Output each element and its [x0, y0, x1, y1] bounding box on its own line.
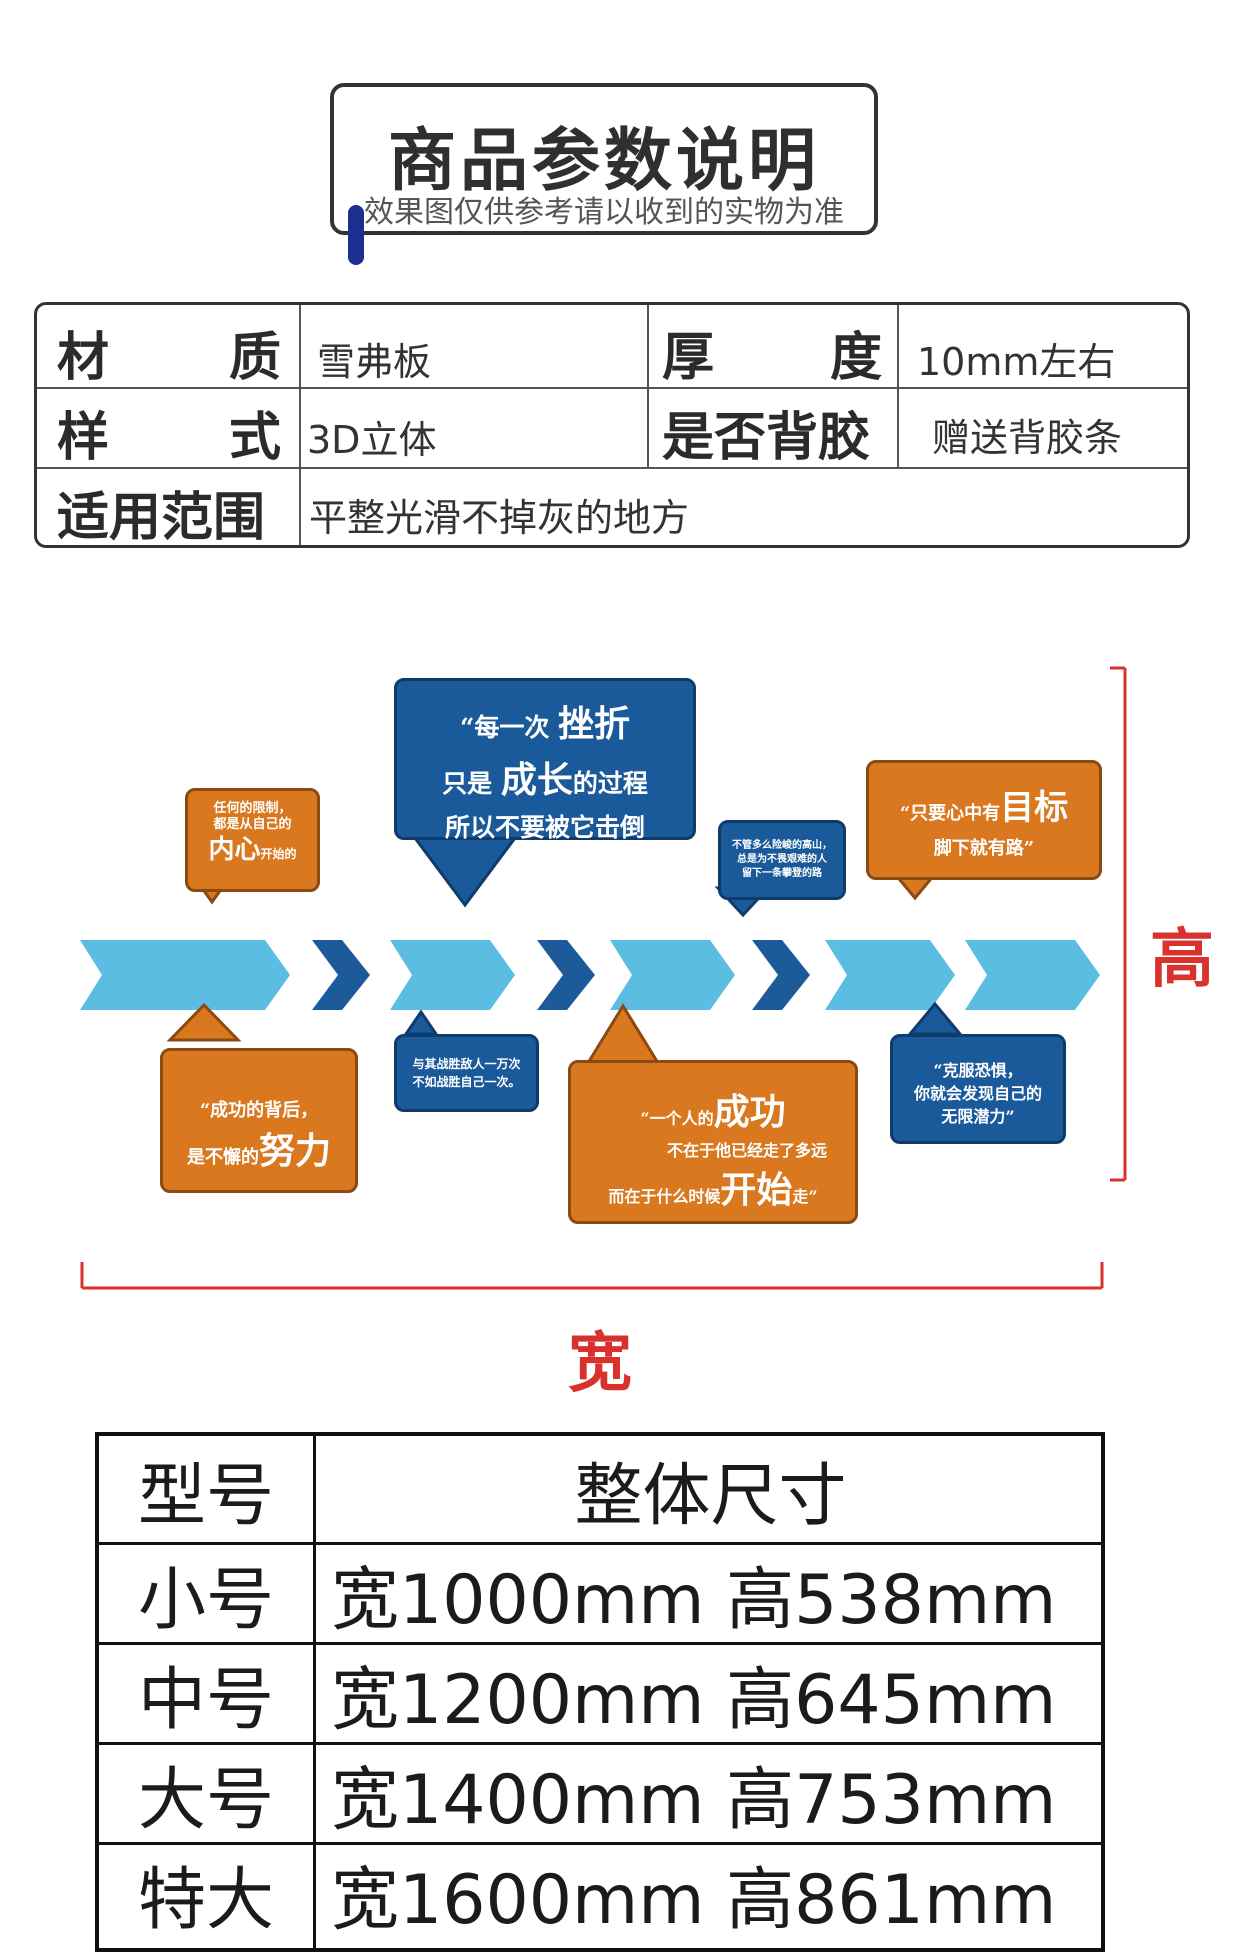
- spec-val-adhesive: 赠送背胶条: [932, 416, 1123, 460]
- spec-val-thickness: 10mm左右: [917, 340, 1116, 384]
- size-row-dimensions: 宽1000mm 高538mm: [331, 1561, 1057, 1640]
- quote-line: 不在于他已经走了多远: [666, 1141, 827, 1160]
- arrow-segment: [965, 940, 1100, 1010]
- quote-emphasis: 目标: [1000, 788, 1069, 828]
- quote-line: 总是为不畏艰难的人: [737, 854, 827, 865]
- quote-bubble-7: “一个人的成功 不在于他已经走了多远 而在于什么时候开始走”: [568, 1060, 858, 1224]
- chevron-icon: [312, 940, 370, 1010]
- quote-line: 都是从自己的: [213, 817, 292, 833]
- dim-width-label: 宽: [568, 1327, 632, 1401]
- size-row-dimensions: 宽1200mm 高645mm: [331, 1661, 1057, 1740]
- pointer-b2: [412, 836, 518, 908]
- quote-line: “成功的背后，: [199, 1100, 319, 1121]
- spec-key-char: 式: [228, 408, 281, 468]
- size-row-divider: [99, 1642, 1101, 1645]
- size-row-model: 小号: [137, 1561, 274, 1640]
- quote-line: 你就会发现自己的: [913, 1084, 1042, 1104]
- spec-key-char: 厚: [662, 328, 715, 388]
- spec-key-char: 度: [829, 328, 882, 388]
- quote-bubble-8: “克服恐惧， 你就会发现自己的 无限潜力”: [890, 1034, 1066, 1144]
- dim-height-label: 高: [1150, 923, 1214, 997]
- spec-key-adhesive: 是否背胶: [662, 408, 871, 468]
- size-row-divider: [99, 1542, 1101, 1545]
- spec-key-thickness: 厚 度: [662, 315, 882, 390]
- quote-bubble-4: “只要心中有目标 脚下就有路”: [866, 760, 1102, 880]
- size-row-model: 特大: [137, 1861, 274, 1940]
- page-subtitle: 效果图仅供参考请以收到的实物为准: [364, 195, 844, 230]
- quote-emphasis: 成功: [713, 1091, 786, 1133]
- spec-col-divider: [299, 305, 301, 545]
- quote-line: 与其战胜敌人一万次: [412, 1057, 521, 1071]
- size-row-model: 大号: [137, 1761, 274, 1840]
- size-row-dimensions: 宽1400mm 高753mm: [331, 1761, 1057, 1840]
- quote-line: 只是: [442, 768, 493, 798]
- quote-line: 脚下就有路”: [933, 838, 1035, 860]
- quote-line: 留下一条攀登的路: [742, 868, 822, 879]
- quote-bubble-6: 与其战胜敌人一万次 不如战胜自己一次。: [394, 1034, 539, 1112]
- quote-line: 而在于什么时候: [608, 1187, 721, 1206]
- spec-key-material: 材 质: [57, 315, 281, 390]
- spec-val-scope: 平整光滑不掉灰的地方: [309, 496, 690, 540]
- chevron-icon: [752, 940, 810, 1010]
- chevron-icon: [537, 940, 595, 1010]
- pointer-b8: [906, 1001, 964, 1036]
- spec-col-divider: [897, 305, 899, 467]
- quote-line: “每一次: [459, 713, 550, 742]
- quote-emphasis: 努力: [258, 1130, 331, 1172]
- spec-key-char: 样: [57, 408, 110, 468]
- quote-line: 是不懈的: [186, 1147, 259, 1168]
- size-table: 型号 整体尺寸 小号 宽1000mm 高538mm 中号 宽1200mm 高64…: [95, 1432, 1105, 1952]
- quote-emphasis: 成长: [500, 758, 573, 801]
- quote-line: 不管多么险峻的高山，: [732, 840, 832, 851]
- quote-bubble-5: “成功的背后， 是不懈的努力: [160, 1048, 358, 1193]
- arrow-segment: [80, 940, 290, 1010]
- quote-line: 不如战胜自己一次。: [412, 1075, 521, 1089]
- quote-line: “克服恐惧，: [933, 1061, 1023, 1080]
- quote-line: 无限潜力”: [941, 1107, 1015, 1127]
- arrow-segment: [390, 940, 515, 1010]
- bubble-pointers: [80, 666, 1127, 1290]
- quote-line: 所以不要被它击倒: [444, 812, 645, 842]
- quote-bubble-2: “每一次 挫折 只是 成长的过程 所以不要被它击倒: [394, 678, 696, 842]
- spec-val-style: 3D立体: [307, 418, 437, 462]
- spec-val-material: 雪弗板: [317, 340, 432, 384]
- spec-col-divider: [647, 305, 649, 467]
- spec-row-divider: [37, 387, 1187, 389]
- size-row-divider: [99, 1742, 1101, 1745]
- page-title: 商品参数说明: [387, 122, 820, 201]
- size-col-divider: [313, 1436, 316, 1948]
- quote-line: 走”: [792, 1187, 818, 1206]
- spec-key-char: 材: [57, 328, 110, 388]
- size-header-model: 型号: [137, 1456, 274, 1536]
- spec-key-char: 质: [228, 328, 281, 388]
- size-row-model: 中号: [137, 1661, 274, 1740]
- quote-line: 开始的: [260, 846, 297, 861]
- quote-emphasis: 开始: [720, 1169, 793, 1211]
- size-row-divider: [99, 1842, 1101, 1845]
- quote-line: 的过程: [572, 768, 648, 798]
- title-box: 商品参数说明 效果图仅供参考请以收到的实物为准: [330, 83, 878, 235]
- pointer-b6: [403, 1009, 439, 1036]
- quote-bubble-3: 不管多么险峻的高山， 总是为不畏艰难的人 留下一条攀登的路: [718, 820, 846, 900]
- quote-emphasis: 挫折: [558, 703, 631, 745]
- quote-emphasis: 内心: [208, 834, 261, 865]
- spec-row-divider: [37, 467, 1187, 469]
- size-row-dimensions: 宽1600mm 高861mm: [331, 1861, 1057, 1940]
- spec-key-style: 样 式: [57, 395, 281, 470]
- title-accent-bar: [348, 205, 364, 265]
- arrow-timeline: [80, 940, 1030, 1010]
- quote-line: “一个人的: [640, 1109, 714, 1128]
- arrow-segment: [610, 940, 735, 1010]
- quote-line: “只要心中有: [899, 803, 1001, 824]
- size-header-dimensions: 整体尺寸: [574, 1456, 847, 1536]
- arrow-segment: [825, 940, 955, 1010]
- spec-table: 材 质 雪弗板 厚 度 10mm左右 样 式 3D立体 是否背胶 赠送背胶条 适…: [34, 302, 1190, 548]
- spec-key-scope: 适用范围: [57, 488, 266, 548]
- quote-line: 任何的限制，: [213, 801, 292, 816]
- pointer-b5: [166, 1002, 242, 1042]
- arrow-timeline-end: [965, 940, 1100, 1010]
- quote-bubble-1: 任何的限制， 都是从自己的 内心开始的: [185, 788, 320, 892]
